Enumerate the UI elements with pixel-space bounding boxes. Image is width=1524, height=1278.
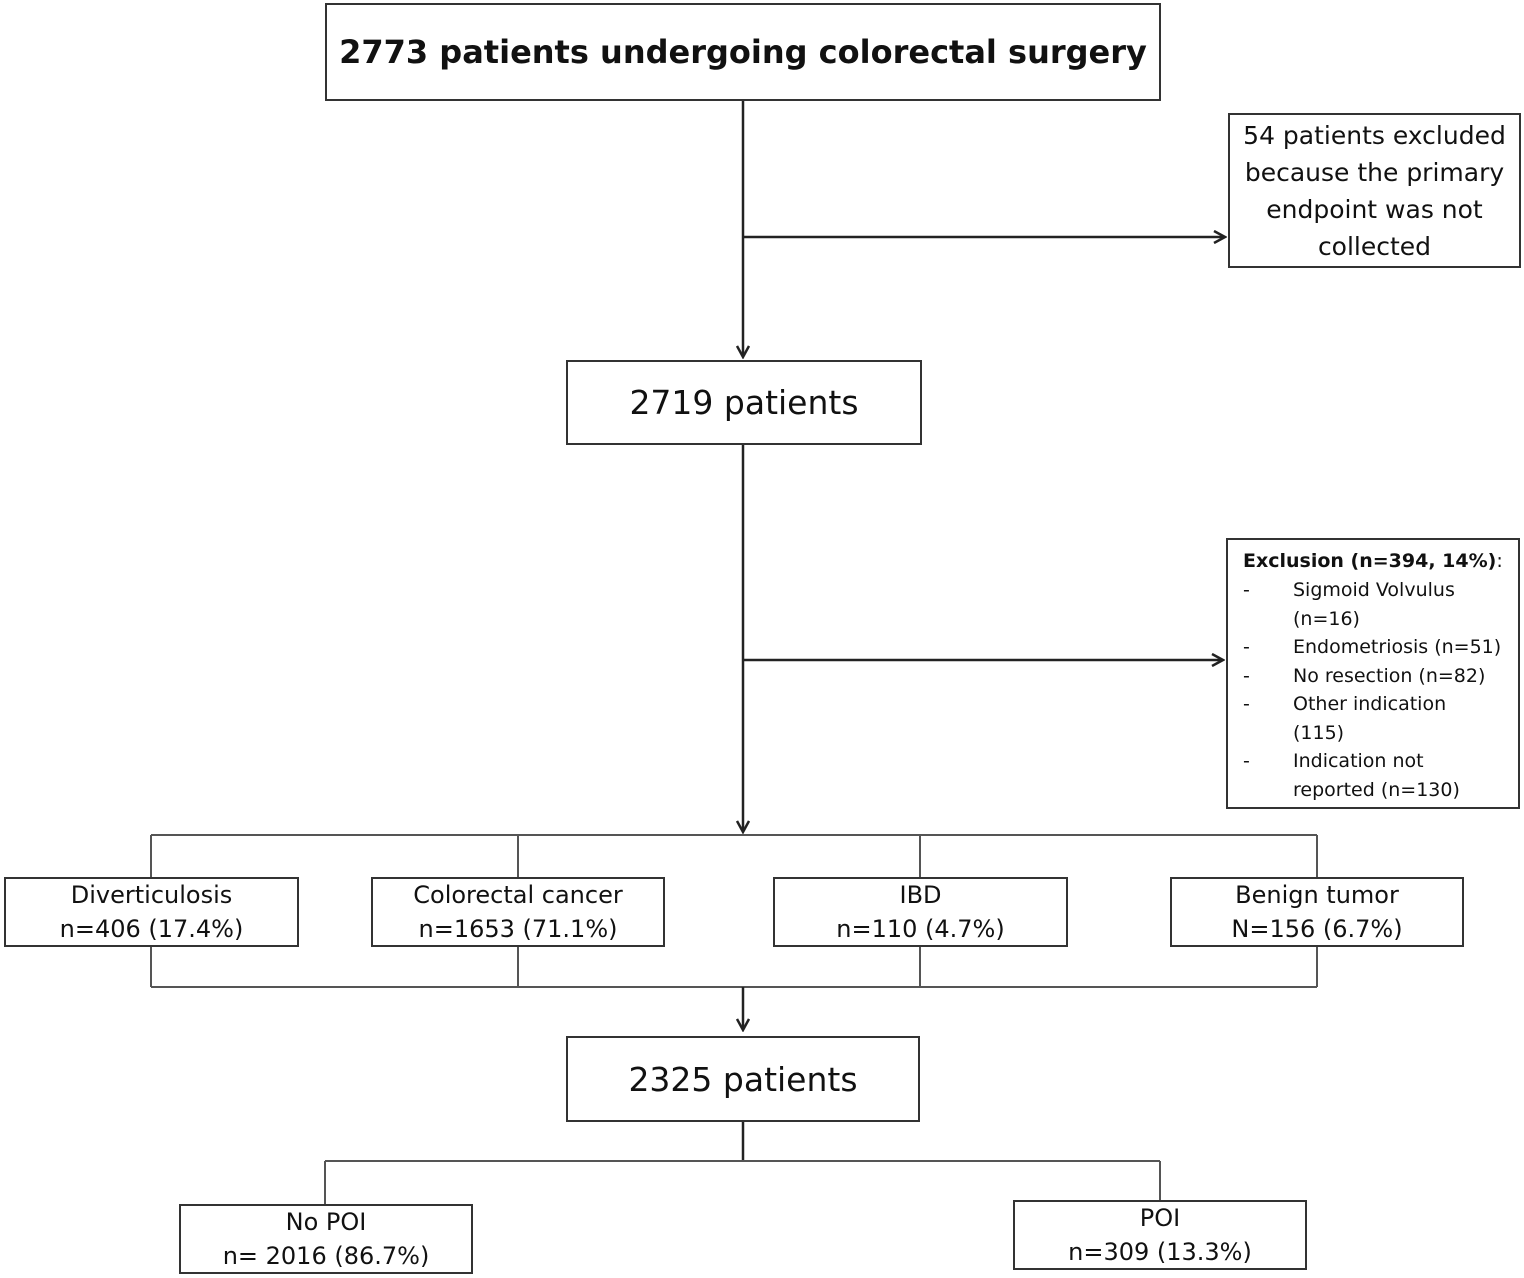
exclusion2-item: - Endometriosis (n=51)	[1243, 636, 1502, 658]
category-name: Diverticulosis	[70, 881, 233, 909]
box-2325-patients: 2325 patients	[566, 1036, 920, 1122]
exclusion1-line: endpoint was not	[1266, 194, 1483, 224]
category-count: n=1653 (71.1%)	[418, 915, 618, 943]
box-outcome-poi: POI n=309 (13.3%)	[1013, 1200, 1307, 1270]
start-label: 2773 patients undergoing colorectal surg…	[339, 33, 1147, 71]
final-label: 2325 patients	[628, 1059, 858, 1099]
box-outcome-no-poi: No POI n= 2016 (86.7%)	[179, 1204, 473, 1274]
exclusion1-line: collected	[1317, 231, 1432, 261]
box-category-diverticulosis: Diverticulosis n=406 (17.4%)	[4, 877, 299, 947]
box-exclusion-indications: Exclusion (n=394, 14%): - Sigmoid Volvul…	[1226, 538, 1520, 809]
category-name: IBD	[899, 881, 942, 909]
box-category-benign-tumor: Benign tumor N=156 (6.7%)	[1170, 877, 1464, 947]
exclusion2-item: - No resection (n=82)	[1243, 664, 1486, 687]
exclusion2-item: - Sigmoid Volvulus(n=16)	[1243, 579, 1455, 630]
category-name: Colorectal cancer	[413, 881, 623, 909]
box-2719-patients: 2719 patients	[566, 360, 922, 445]
category-count: n=110 (4.7%)	[836, 915, 1005, 943]
box-category-ibd: IBD n=110 (4.7%)	[773, 877, 1068, 947]
outcome-name: POI	[1139, 1204, 1181, 1232]
after-exclusion1-label: 2719 patients	[629, 383, 859, 422]
category-count: N=156 (6.7%)	[1231, 915, 1403, 943]
exclusion1-line: because the primary	[1244, 157, 1505, 187]
box-start-patients: 2773 patients undergoing colorectal surg…	[325, 3, 1161, 101]
outcome-count: n=309 (13.3%)	[1068, 1238, 1252, 1266]
box-exclusion-primary-endpoint: 54 patients excluded because the primary…	[1228, 113, 1521, 268]
outcome-name: No POI	[285, 1208, 367, 1236]
exclusion2-item: - Other indication(115)	[1243, 693, 1447, 744]
exclusion1-line: 54 patients excluded	[1243, 120, 1506, 150]
outcome-count: n= 2016 (86.7%)	[222, 1242, 430, 1270]
category-count: n=406 (17.4%)	[59, 915, 244, 943]
category-name: Benign tumor	[1235, 881, 1399, 909]
box-category-colorectal-cancer: Colorectal cancer n=1653 (71.1%)	[371, 877, 665, 947]
exclusion2-title: Exclusion (n=394, 14%):	[1243, 550, 1503, 572]
